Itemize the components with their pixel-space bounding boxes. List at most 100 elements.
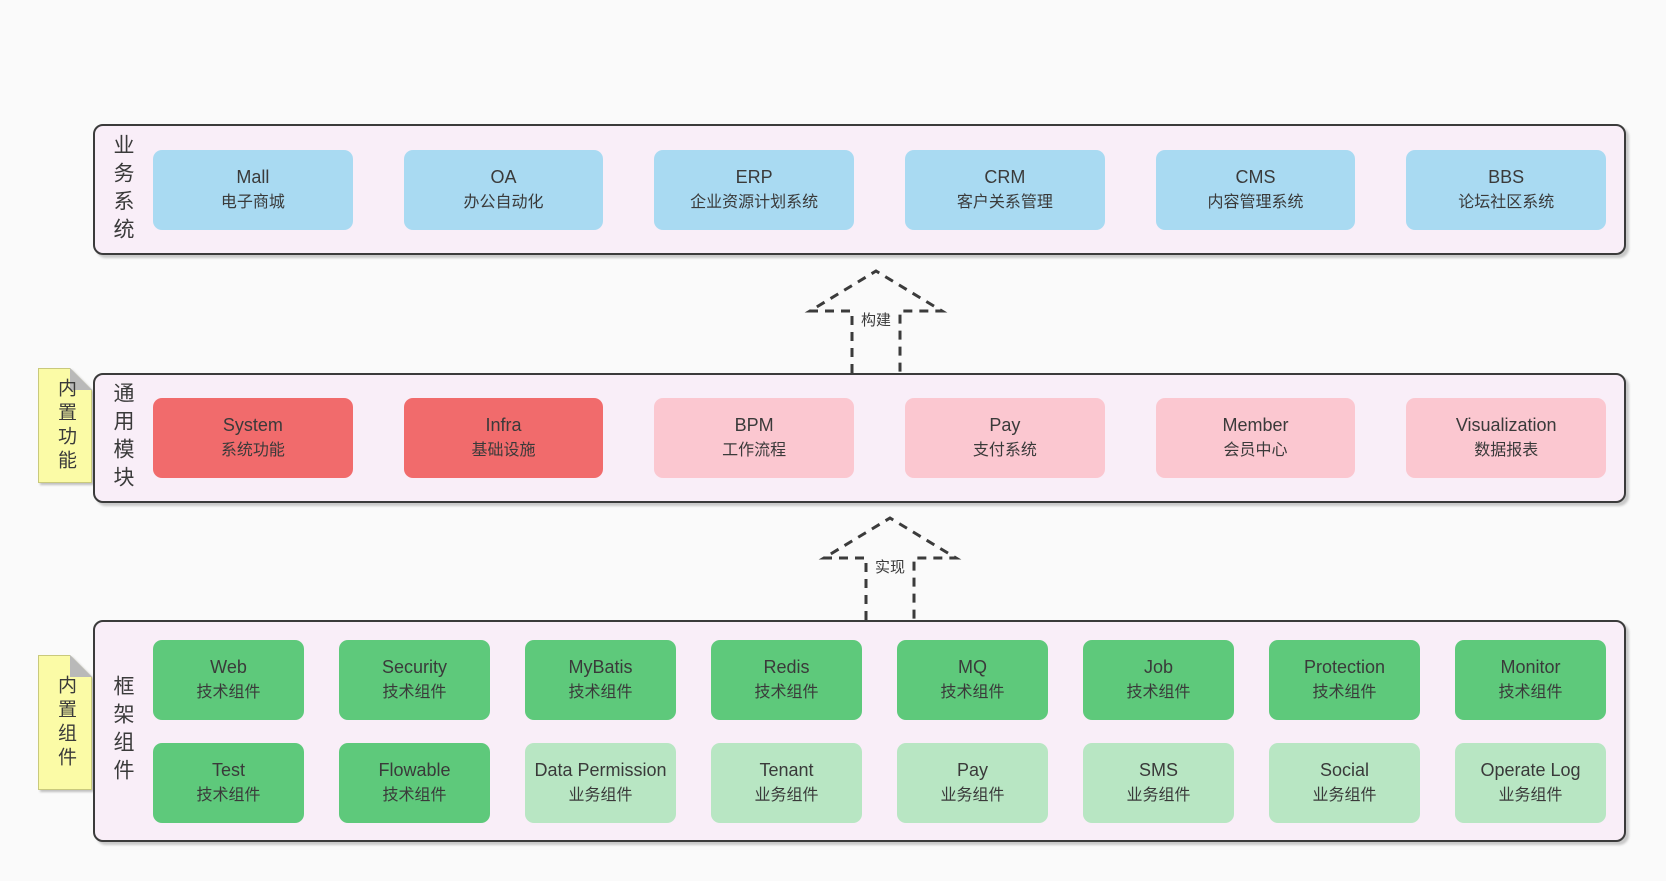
box-title: Infra [485,415,522,435]
box-title: Social [1319,759,1370,780]
framework-components-layer: 框架组件 Web 技术组件 Security 技术组件 MyBatis 技术组件… [93,620,1626,842]
box-subtitle: 业务组件 [1498,786,1563,804]
box-title: Redis [763,656,810,677]
layer-label-common: 通用模块 [111,382,135,494]
business-systems-layer: 业务系统 Mall 电子商城 OA 办公自动化 ERP 企业资源计划系统 CRM [93,124,1626,255]
box-title: Operate Log [1480,759,1581,780]
component-job: Job 技术组件 [1083,639,1234,720]
note-built-in-features: 内置功能 [38,368,92,483]
build-arrow-label: 构建 [857,309,895,330]
module-mall: Mall 电子商城 [153,149,353,230]
component-redis: Redis 技术组件 [711,639,862,720]
box-title: Pay [989,415,1021,435]
box-title: CRM [984,166,1026,187]
component-test: Test 技术组件 [153,742,304,823]
box-subtitle: 业务组件 [940,786,1005,804]
component-security: Security 技术组件 [339,639,490,720]
component-social: Social 业务组件 [1269,742,1420,823]
box-subtitle: 技术组件 [754,683,819,701]
component-pay: Pay 业务组件 [897,742,1048,823]
box-title: Member [1222,415,1289,435]
layer-label-framework: 框架组件 [111,675,135,787]
box-title: Monitor [1500,656,1561,677]
box-subtitle: 会员中心 [1223,442,1288,459]
box-subtitle: 电子商城 [220,193,285,211]
implement-arrow-label: 实现 [871,556,909,577]
box-subtitle: 业务组件 [1126,786,1191,804]
box-subtitle: 支付系统 [972,442,1037,459]
module-member: Member 会员中心 [1155,398,1356,478]
component-mq: MQ 技术组件 [897,639,1048,720]
box-subtitle: 数据报表 [1474,442,1539,459]
module-bpm: BPM 工作流程 [654,398,855,478]
box-subtitle: 业务组件 [1312,786,1377,804]
box-subtitle: 技术组件 [940,683,1005,701]
box-subtitle: 技术组件 [196,786,261,804]
module-erp: ERP 企业资源计划系统 [654,149,855,230]
module-bbs: BBS 论坛社区系统 [1406,149,1607,230]
box-subtitle: 办公自动化 [463,193,544,211]
module-pay: Pay 支付系统 [905,398,1105,478]
box-title: MQ [958,656,987,677]
component-tenant: Tenant 业务组件 [711,742,862,823]
module-crm: CRM 客户关系管理 [905,149,1105,230]
box-title: Job [1143,656,1174,677]
box-title: Mall [236,166,270,187]
box-title: BBS [1488,166,1525,187]
build-arrow: 构建 [801,268,951,373]
module-cms: CMS 内容管理系统 [1155,149,1356,230]
box-subtitle: 工作流程 [722,442,787,459]
box-title: Visualization [1455,415,1557,435]
module-oa: OA 办公自动化 [403,149,604,230]
module-visualization: Visualization 数据报表 [1406,398,1607,478]
component-monitor: Monitor 技术组件 [1455,639,1606,720]
box-subtitle: 技术组件 [1312,683,1377,701]
box-title: SMS [1138,759,1178,780]
common-modules-layer: 通用模块 System 系统功能 Infra 基础设施 BPM 工作流程 Pay [93,373,1626,503]
box-subtitle: 客户关系管理 [956,193,1053,211]
box-subtitle: 系统功能 [220,442,285,459]
box-title: OA [490,166,517,187]
box-subtitle: 技术组件 [568,683,633,701]
box-subtitle: 技术组件 [382,786,447,804]
box-subtitle: 技术组件 [382,683,447,701]
box-title: BPM [734,415,774,435]
box-title: Flowable [378,759,451,780]
box-subtitle: 技术组件 [196,683,261,701]
component-protection: Protection 技术组件 [1269,639,1420,720]
box-subtitle: 基础设施 [471,442,536,459]
note-label: 内置功能 [54,377,76,474]
box-subtitle: 内容管理系统 [1207,193,1304,211]
box-title: Security [381,656,448,677]
box-title: Web [210,656,247,677]
box-title: ERP [735,166,773,187]
component-mybatis: MyBatis 技术组件 [525,639,676,720]
component-operate-log: Operate Log 业务组件 [1455,742,1606,823]
box-subtitle: 技术组件 [1498,683,1563,701]
box-title: Data Permission [534,759,667,780]
component-web: Web 技术组件 [153,639,304,720]
box-title: MyBatis [568,656,633,677]
note-label: 内置组件 [54,674,76,771]
note-built-in-components: 内置组件 [38,655,92,790]
box-title: Protection [1303,656,1386,677]
box-subtitle: 业务组件 [754,786,819,804]
box-subtitle: 企业资源计划系统 [690,193,819,211]
module-infra: Infra 基础设施 [403,398,604,478]
box-title: CMS [1235,166,1276,187]
up-arrow-icon [818,516,962,620]
box-subtitle: 技术组件 [1126,683,1191,701]
up-arrow-icon [804,269,948,373]
layer-label-business: 业务系统 [111,133,135,246]
box-subtitle: 业务组件 [568,786,633,804]
box-title: Test [211,759,245,780]
component-data-permission: Data Permission 业务组件 [525,742,676,823]
module-system: System 系统功能 [153,398,353,478]
box-title: System [222,415,283,435]
box-subtitle: 论坛社区系统 [1458,193,1555,211]
box-title: Tenant [759,759,814,780]
implement-arrow: 实现 [815,515,965,620]
component-flowable: Flowable 技术组件 [339,742,490,823]
box-title: Pay [956,759,989,780]
